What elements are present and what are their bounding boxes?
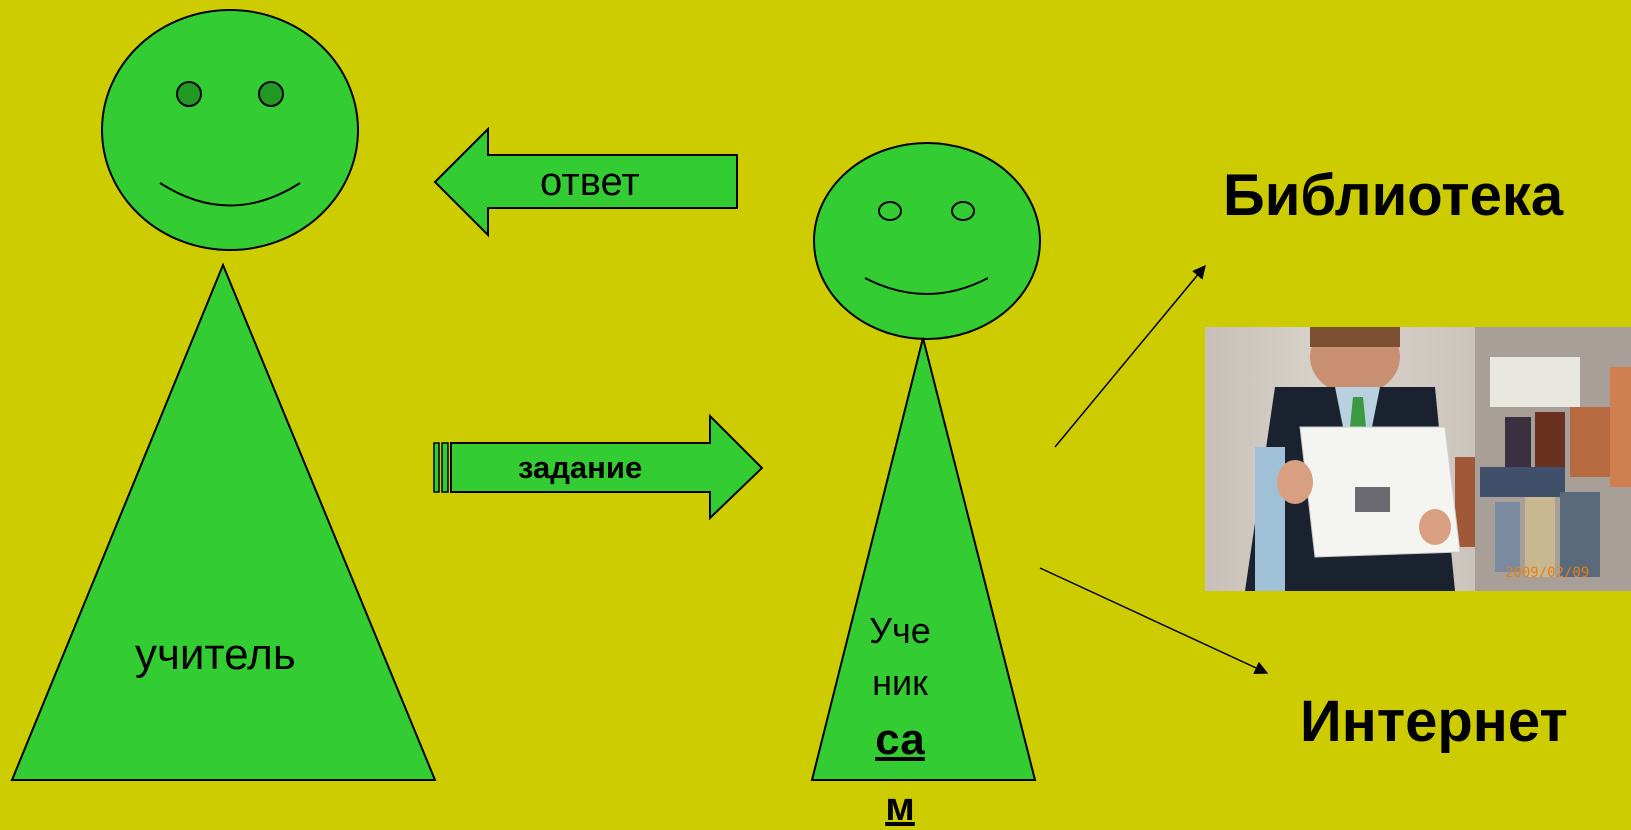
student-head: [813, 142, 1041, 340]
teacher-smile: [159, 182, 301, 207]
library-label: Библиотека: [1223, 163, 1564, 228]
internet-connector: [1039, 567, 1269, 675]
student-label-line-3: са: [875, 715, 925, 764]
student-label-line-2: ник: [872, 662, 928, 703]
answer-arrow: [433, 126, 738, 238]
teacher-figure: [10, 9, 437, 781]
teacher-body: [10, 262, 437, 781]
student-body: [810, 337, 1037, 781]
library-photo-illustration: 2009/02/09: [1245, 327, 1631, 591]
task-arrow: [433, 413, 764, 521]
task-arrow-label: задание: [518, 450, 643, 485]
teacher-right-eye: [258, 81, 284, 107]
student-label-line-4: м: [885, 785, 915, 829]
answer-arrow-label: ответ: [540, 160, 640, 204]
teacher-head: [101, 9, 359, 251]
student-left-eye: [878, 201, 902, 221]
student-figure: [810, 142, 1041, 781]
internet-label: Интернет: [1300, 689, 1568, 754]
svg-text:2009/02/09: 2009/02/09: [1505, 565, 1589, 581]
student-label-line-1: Уче: [869, 610, 931, 651]
student-smile: [864, 277, 989, 295]
library-photo: 2009/02/09: [1205, 327, 1631, 591]
library-connector: [1054, 264, 1206, 448]
teacher-label: учитель: [135, 630, 296, 679]
student-right-eye: [951, 201, 975, 221]
teacher-left-eye: [176, 81, 202, 107]
